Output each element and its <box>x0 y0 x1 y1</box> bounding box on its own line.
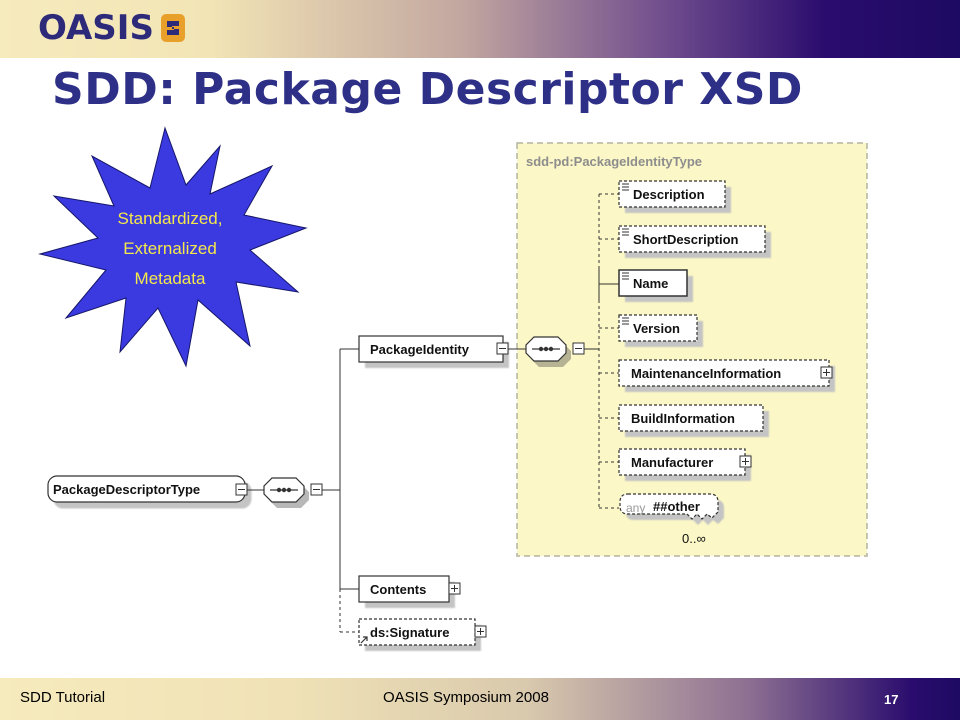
sequence-collapse-icon[interactable] <box>310 483 323 496</box>
maintenance-expand-icon[interactable] <box>820 366 833 379</box>
maintenance-information-label: MaintenanceInformation <box>631 366 781 381</box>
callout-line-3: Metadata <box>135 269 206 288</box>
identity-collapse-icon[interactable] <box>496 342 509 355</box>
root-label: PackageDescriptorType <box>53 482 200 497</box>
footer-left: SDD Tutorial <box>20 689 106 706</box>
description-element[interactable]: Description <box>618 180 728 210</box>
identity-sequence-icon <box>525 336 571 367</box>
root-collapse-icon[interactable] <box>235 483 248 496</box>
contents-label: Contents <box>370 582 426 597</box>
any-label: ##other <box>653 499 700 514</box>
manufacturer-element[interactable]: Manufacturer <box>618 448 748 478</box>
description-doc-icon <box>622 183 629 191</box>
version-label: Version <box>633 321 680 336</box>
root-element[interactable]: PackageDescriptorType <box>47 475 249 506</box>
identity-sequence-collapse-icon[interactable] <box>572 342 585 355</box>
build-information-element[interactable]: BuildInformation <box>618 404 766 434</box>
version-doc-icon <box>622 317 629 325</box>
sequence-compositor-icon <box>263 477 309 508</box>
description-label: Description <box>633 187 705 202</box>
manufacturer-expand-icon[interactable] <box>739 455 752 468</box>
name-element[interactable]: Name <box>618 269 690 299</box>
logo-text: OASIS <box>38 8 154 48</box>
package-identity-label: PackageIdentity <box>370 342 470 357</box>
signature-element[interactable]: ds:Signature <box>358 618 478 648</box>
group-label: sdd-pd:PackageIdentityType <box>526 154 702 169</box>
name-label: Name <box>633 276 668 291</box>
signature-expand-icon[interactable] <box>474 625 487 638</box>
oasis-logo: OASIS <box>38 8 186 48</box>
short-description-element[interactable]: ShortDescription <box>618 225 768 255</box>
maintenance-information-element[interactable]: MaintenanceInformation <box>618 359 832 389</box>
footer-bar <box>0 678 960 720</box>
footer-center: OASIS Symposium 2008 <box>383 689 549 706</box>
any-cardinality: 0..∞ <box>682 531 706 546</box>
starburst-shape <box>38 126 308 368</box>
short-description-label: ShortDescription <box>633 232 739 247</box>
contents-expand-icon[interactable] <box>448 582 461 595</box>
short-description-doc-icon <box>622 228 629 236</box>
any-wildcard-element[interactable]: any ##other <box>619 493 721 522</box>
header-banner <box>0 0 960 58</box>
version-element[interactable]: Version <box>618 314 700 344</box>
reference-arrow-icon <box>360 636 368 644</box>
callout-line-1: Standardized, <box>118 209 223 228</box>
page-title: SDD: Package Descriptor XSD <box>52 64 803 115</box>
any-prefix: any <box>626 501 645 515</box>
oasis-mark-icon <box>160 14 185 42</box>
slide-number: 17 <box>884 692 899 707</box>
build-information-label: BuildInformation <box>631 411 735 426</box>
callout-line-2: Externalized <box>123 239 217 258</box>
signature-label: ds:Signature <box>370 625 449 640</box>
contents-element[interactable]: Contents <box>358 575 452 605</box>
name-doc-icon <box>622 272 629 280</box>
manufacturer-label: Manufacturer <box>631 455 713 470</box>
package-identity-element[interactable]: PackageIdentity <box>358 335 506 365</box>
